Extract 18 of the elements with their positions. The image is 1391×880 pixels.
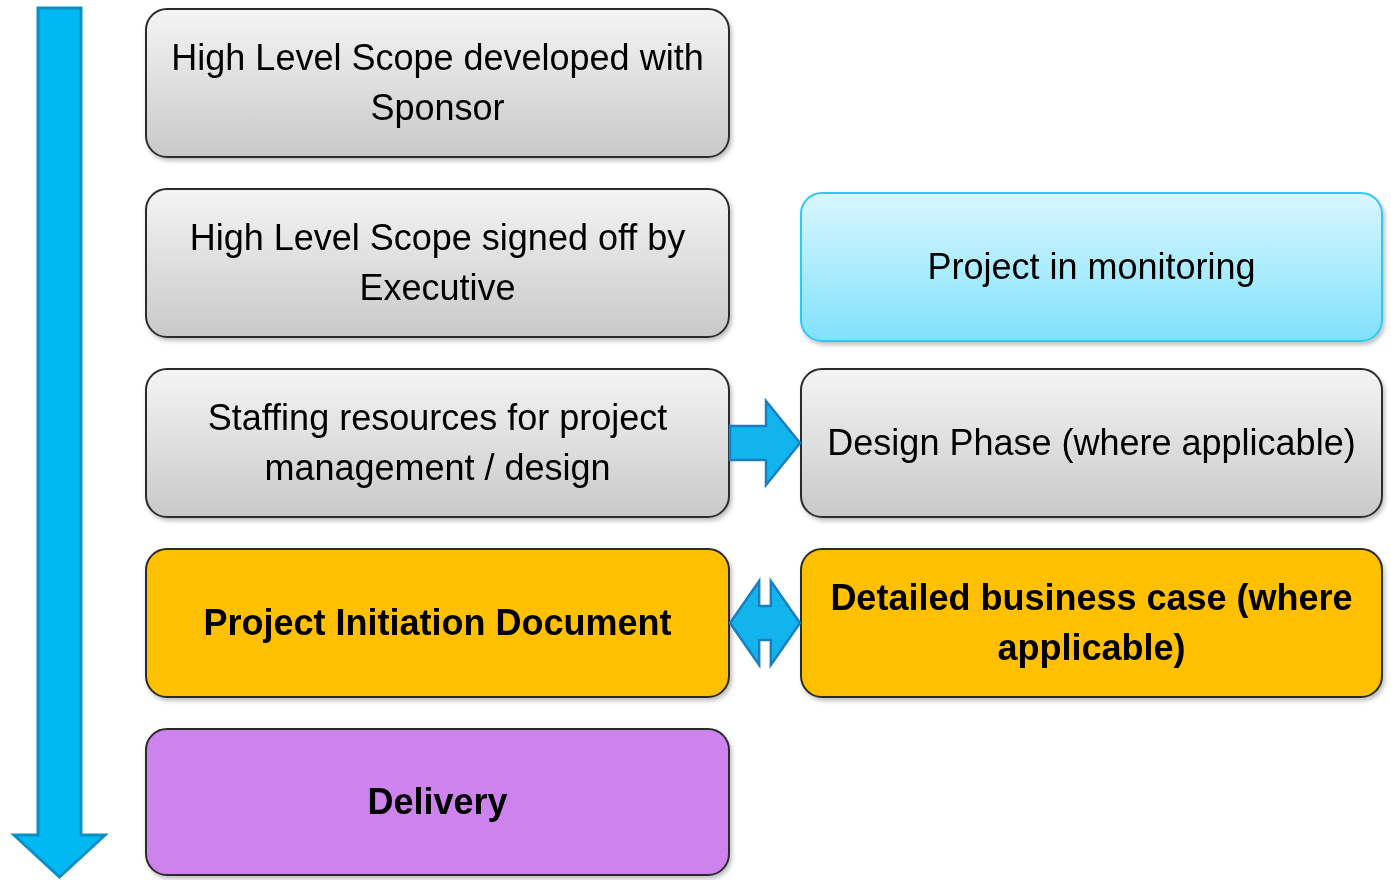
box-label: High Level Scope signed off by Executive [188,215,687,310]
box-label: Project in monitoring [927,244,1256,289]
block-arrow [728,397,802,489]
block-arrow [728,577,802,669]
process-box [145,548,730,698]
box-label: Staffing resources for project management / design [206,395,669,490]
process-box [800,368,1383,518]
process-box [145,728,730,876]
box-label: Delivery [367,779,508,824]
process-box [145,188,730,338]
box-label: Design Phase (where applicable) [827,420,1356,465]
box-label: High Level Scope developed with Sponsor [170,35,705,130]
process-box [800,548,1383,698]
box-label: Project Initiation Document [203,600,672,645]
box-label: Detailed business case (where applicable) [829,575,1354,670]
process-box [145,8,730,158]
process-box [800,192,1383,342]
process-box [145,368,730,518]
